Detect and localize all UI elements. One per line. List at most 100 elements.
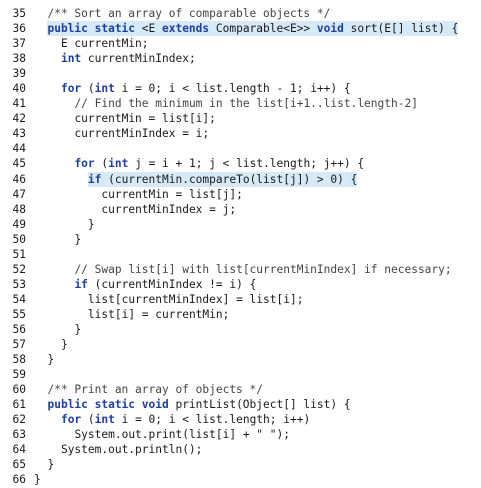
line-number: 43: [12, 127, 26, 141]
line-number: 44: [12, 142, 26, 156]
code-token: i = 0; i < list.length - 1; i++) {: [114, 82, 351, 96]
code-text: }: [74, 322, 81, 337]
code-text: }: [34, 472, 41, 487]
code-text: public static void printList(Object[] li…: [47, 397, 350, 412]
code-line: 59: [0, 367, 481, 382]
line-number: 41: [12, 97, 26, 111]
code-line: 56}: [0, 322, 481, 337]
code-token: j = i + 1; j < list.length; j++) {: [128, 157, 365, 171]
code-text: for (int i = 0; i < list.length; i++): [61, 412, 310, 427]
code-line: 53 if (currentMinIndex != i) {: [0, 277, 481, 292]
code-line: 60 /** Print an array of objects */: [0, 382, 481, 397]
keyword: int: [94, 82, 115, 96]
code-line: 66}: [0, 472, 481, 487]
keyword: if: [87, 172, 102, 186]
code-line: 52 // Swap list[i] with list[currentMinIn…: [0, 262, 481, 277]
code-text: // Swap list[i] with list[currentMinInde…: [74, 262, 451, 277]
code-token: currentMinIndex = j;: [101, 202, 237, 216]
keyword: extends: [161, 22, 210, 36]
code-token: }: [74, 232, 82, 246]
code-token: list[i] = currentMin;: [87, 307, 230, 321]
line-number: 60: [12, 383, 26, 397]
line-number: 50: [12, 232, 26, 246]
code-text: }: [47, 352, 54, 367]
code-token: i = 0; i < list.length; i++): [114, 413, 311, 427]
line-number: 56: [12, 322, 26, 336]
keyword: for: [60, 82, 82, 96]
keyword: int: [60, 52, 82, 66]
code-text: }: [88, 217, 95, 232]
code-line: 61 public static void printList(Object[] …: [0, 397, 481, 412]
code-line: 38 int currentMinIndex;: [0, 51, 481, 66]
code-text: if (currentMinIndex != i) {: [74, 277, 256, 292]
code-line: 49}: [0, 217, 481, 232]
code-token: currentMinIndex;: [81, 52, 196, 66]
code-token: (currentMinIndex != i) {: [87, 277, 257, 291]
code-line: 58}: [0, 352, 481, 367]
line-number: 52: [12, 262, 26, 276]
code-line: 51: [0, 247, 481, 262]
line-number: 58: [12, 353, 26, 367]
code-line: 50}: [0, 232, 481, 247]
line-number: 61: [12, 398, 26, 412]
code-text: /** Sort an array of comparable objects …: [47, 6, 330, 21]
code-text: currentMinIndex = j;: [101, 202, 236, 217]
code-token: (currentMin.compareTo(list[j]) > 0) {: [101, 172, 358, 186]
code-line: 44: [0, 141, 481, 156]
code-token: (: [94, 157, 109, 171]
code-line: 48 currentMinIndex = j;: [0, 202, 481, 217]
line-number: 37: [12, 37, 26, 51]
line-number: 38: [12, 52, 26, 66]
comment: /** Sort an array of comparable objects …: [47, 7, 331, 20]
line-number: 54: [12, 292, 26, 306]
line-number: 53: [12, 277, 26, 291]
keyword: void: [316, 22, 344, 36]
line-number: 59: [12, 368, 26, 382]
code-token: (: [81, 413, 95, 427]
code-token: currentMin = list[i];: [74, 112, 216, 126]
code-text: E currentMin;: [61, 36, 149, 51]
line-number: 42: [12, 112, 26, 126]
line-number: 62: [12, 413, 26, 427]
line-number: 66: [12, 473, 26, 487]
code-token: currentMinIndex = i;: [74, 127, 210, 141]
code-token: E currentMin;: [60, 37, 149, 51]
comment: // Swap list[i] with list[currentMinInde…: [74, 262, 452, 276]
code-token: System.out.print(list[i] + " ");: [74, 428, 290, 442]
code-token: }: [47, 353, 55, 367]
line-number: 48: [12, 202, 26, 216]
line-number: 36: [12, 22, 26, 36]
comment: /** Print an array of objects */: [47, 383, 264, 397]
keyword: int: [94, 413, 115, 427]
code-text: currentMinIndex = i;: [74, 126, 209, 141]
line-number: 55: [12, 307, 26, 321]
code-listing: 35/** Sort an array of comparable object…: [0, 6, 481, 488]
code-token: System.out.println();: [60, 443, 203, 457]
line-number: 45: [12, 157, 26, 171]
code-text: currentMin = list[j];: [101, 187, 242, 202]
code-text: int currentMinIndex;: [61, 51, 196, 66]
line-number: 39: [12, 67, 26, 81]
code-line: 55 list[i] = currentMin;: [0, 307, 481, 322]
code-token: printList(Object[] list) {: [168, 398, 351, 412]
code-token: }: [74, 322, 82, 336]
code-token: }: [34, 473, 41, 487]
code-line: 42 currentMin = list[i];: [0, 111, 481, 126]
code-text: currentMin = list[i];: [74, 111, 215, 126]
code-token: }: [60, 338, 68, 352]
keyword: public static void: [47, 398, 169, 412]
code-line: 37 E currentMin;: [0, 36, 481, 51]
code-token: currentMin = list[j];: [101, 187, 243, 201]
line-number: 51: [12, 247, 26, 261]
code-token: <E: [135, 22, 162, 36]
highlighted-code: if (currentMin.compareTo(list[j]) > 0) {: [87, 171, 358, 187]
code-text: list[i] = currentMin;: [88, 307, 229, 322]
line-number: 57: [12, 338, 26, 352]
code-token: }: [87, 217, 95, 231]
code-token: list[currentMinIndex] = list[i];: [87, 292, 304, 306]
code-token: (: [81, 82, 95, 96]
